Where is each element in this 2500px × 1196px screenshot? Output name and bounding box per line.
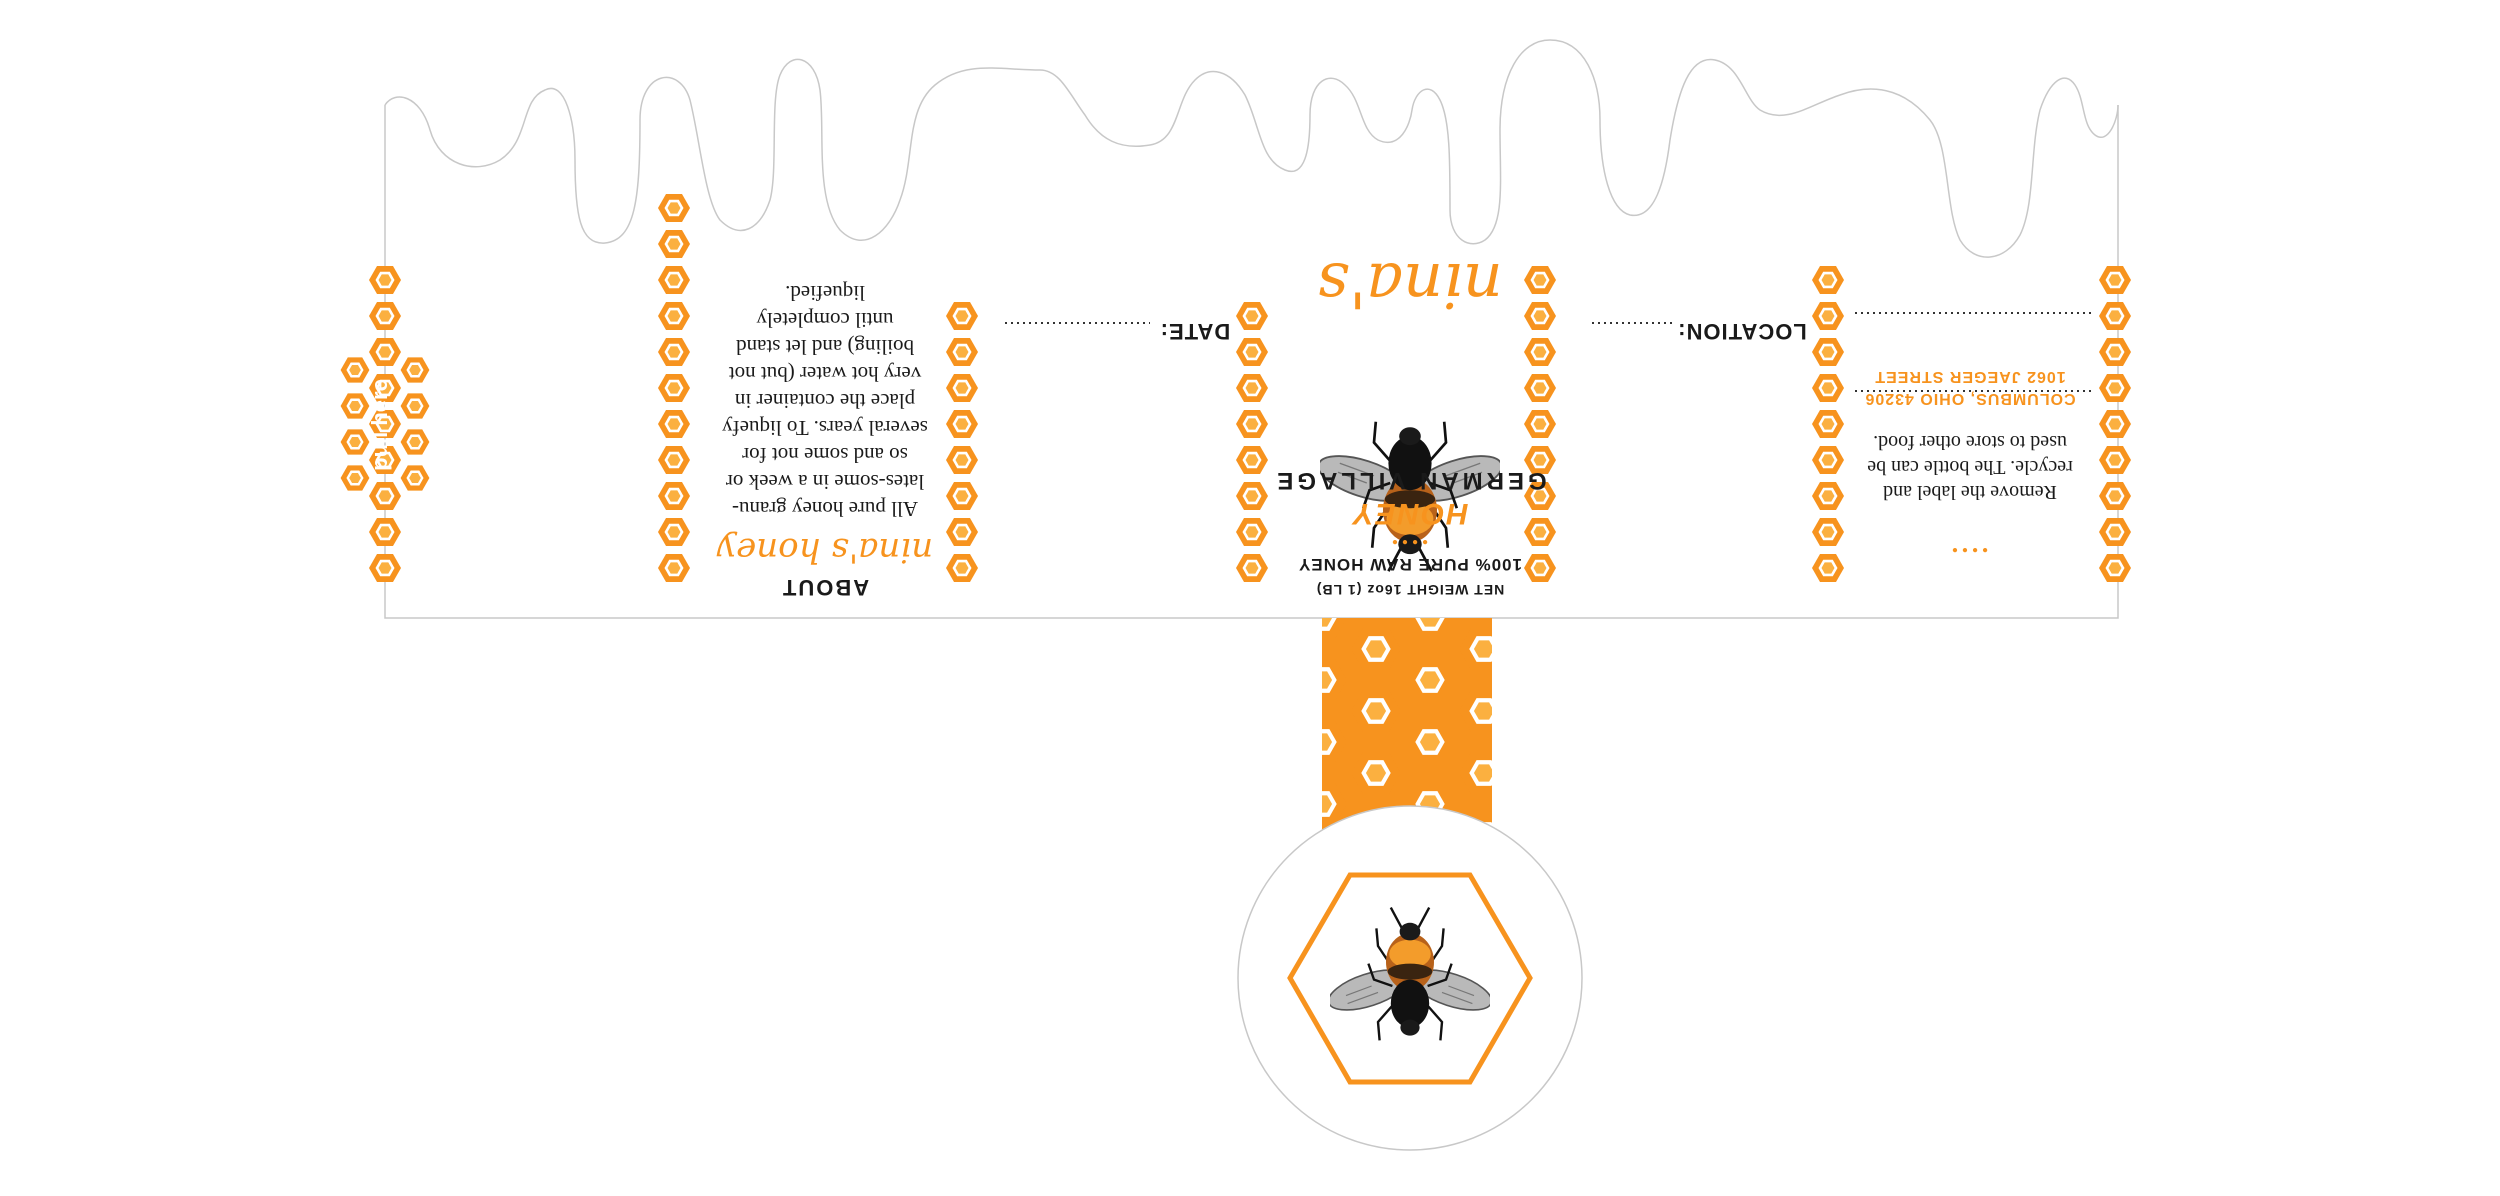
- hexagon-icon: [2099, 302, 2131, 330]
- hexagon-icon: [946, 518, 978, 546]
- text-line: lates-some in a week or: [725, 470, 925, 494]
- text-line: very hot water (but not: [728, 362, 922, 386]
- bee-space: [1270, 316, 1550, 466]
- hexagon-icon: [1236, 338, 1268, 366]
- text-line: several years. To liquefy: [722, 416, 928, 440]
- hexagon-icon: [369, 266, 401, 294]
- hexagon-icon: [946, 374, 978, 402]
- hexagon-icon: [1812, 266, 1844, 294]
- address-line2: COLUMBUS, OHIO 43206: [1864, 390, 2076, 407]
- lid-hexagon: [1287, 872, 1533, 1085]
- front-dots: • • • •: [1392, 533, 1428, 550]
- hexagon-icon: [400, 357, 430, 383]
- hexagon-icon: [1236, 410, 1268, 438]
- hexagon-icon: [1236, 302, 1268, 330]
- hexagon-icon: [369, 554, 401, 582]
- honeycomb-cell: [1243, 627, 1293, 670]
- honey-drip-edge: [384, 39, 2119, 258]
- text-line: All pure honey granu-: [731, 497, 919, 521]
- hexagon-icon: [946, 446, 978, 474]
- hexagon-icon: [658, 374, 690, 402]
- text-line: liquefied.: [785, 281, 865, 305]
- hexagon-icon: [400, 429, 430, 455]
- text-line: so and some not for: [742, 443, 908, 467]
- text-line: used to store other food.: [1873, 431, 2067, 453]
- hexagon-icon: [658, 554, 690, 582]
- about-script-title: nina's honey: [716, 530, 934, 570]
- german-village: GERMAN VILLAGE: [1273, 467, 1547, 494]
- about-title: ABOUT: [780, 575, 870, 600]
- text-line: boiling) and let stand: [736, 335, 914, 359]
- hexagon-icon: [658, 518, 690, 546]
- hexagon-icon: [1236, 446, 1268, 474]
- location-label: LOCATION:: [1677, 319, 1807, 344]
- hexagon-icon: [400, 393, 430, 419]
- text-line: recycle. The bottle can be: [1867, 456, 2073, 478]
- hexagon-icon: [369, 338, 401, 366]
- date-label: DATE:: [1159, 319, 1231, 344]
- hexagon-icon: [2099, 410, 2131, 438]
- about-panel: ABOUT nina's honey All pure honey granu-…: [700, 240, 950, 600]
- hexagon-icon: [946, 554, 978, 582]
- hexagon-icon: [2099, 446, 2131, 474]
- honeycomb-cell: [1243, 751, 1293, 794]
- product-name: HONEY: [1351, 497, 1469, 530]
- hexagon-icon: [369, 482, 401, 510]
- hexagon-icon: [2099, 374, 2131, 402]
- hexagon-icon: [1812, 554, 1844, 582]
- hexagon-icon: [658, 302, 690, 330]
- hexagon-icon: [369, 518, 401, 546]
- hexagon-icon: [658, 266, 690, 294]
- hexagon-icon: [2099, 338, 2131, 366]
- hexagon-icon: [946, 410, 978, 438]
- honeycomb-cell: [1513, 720, 1563, 763]
- pull-tab-label[interactable]: pull here: [367, 379, 392, 471]
- honeycomb-cell: [1243, 813, 1293, 856]
- address-line1: 1062 JAEGER STREET: [1874, 368, 2066, 385]
- hexagon-icon: [1236, 554, 1268, 582]
- hexagon-icon: [1236, 482, 1268, 510]
- hexagon-icon: [946, 482, 978, 510]
- brand-script: nina's: [1317, 249, 1503, 322]
- hexagon-icon: [2099, 482, 2131, 510]
- text-line: Remove the label and: [1883, 481, 2057, 503]
- hexagon-icon: [946, 302, 978, 330]
- recycle-text: Remove the label and recycle. The bottle …: [1840, 429, 2100, 504]
- hexagon-icon: [658, 194, 690, 222]
- hexagon-icon: [658, 410, 690, 438]
- hexagon-icon: [2099, 266, 2131, 294]
- hexagon-icon: [946, 338, 978, 366]
- front-panel: NET WEIGHT 16oz (1 LB) 100% PURE RAW HON…: [1270, 248, 1550, 598]
- honeycomb-cell: [1513, 658, 1563, 701]
- hexagon-icon: [2099, 554, 2131, 582]
- hexagon-icon: [1236, 374, 1268, 402]
- hexagon-icon: [658, 230, 690, 258]
- hexagon-icon: [658, 446, 690, 474]
- back-panel: • • • • Remove the label and recycle. The…: [1840, 318, 2100, 558]
- hexagon-icon: [1236, 518, 1268, 546]
- back-dots: • • • •: [1952, 541, 1988, 558]
- text-line: until completely: [756, 308, 894, 332]
- hexagon-icon: [658, 482, 690, 510]
- honeycomb-cell: [1513, 782, 1563, 825]
- hexagon-icon: [369, 302, 401, 330]
- text-line: place the container in: [734, 389, 916, 413]
- honeycomb-cell: [1243, 689, 1293, 732]
- hexagon-icon: [2099, 518, 2131, 546]
- hexagon-icon: [658, 338, 690, 366]
- hexagon-icon: [400, 465, 430, 491]
- net-weight: NET WEIGHT 16oz (1 LB): [1315, 582, 1505, 598]
- pure-raw-honey: 100% PURE RAW HONEY: [1298, 555, 1522, 574]
- about-body: All pure honey granu-lates-some in a wee…: [700, 279, 950, 522]
